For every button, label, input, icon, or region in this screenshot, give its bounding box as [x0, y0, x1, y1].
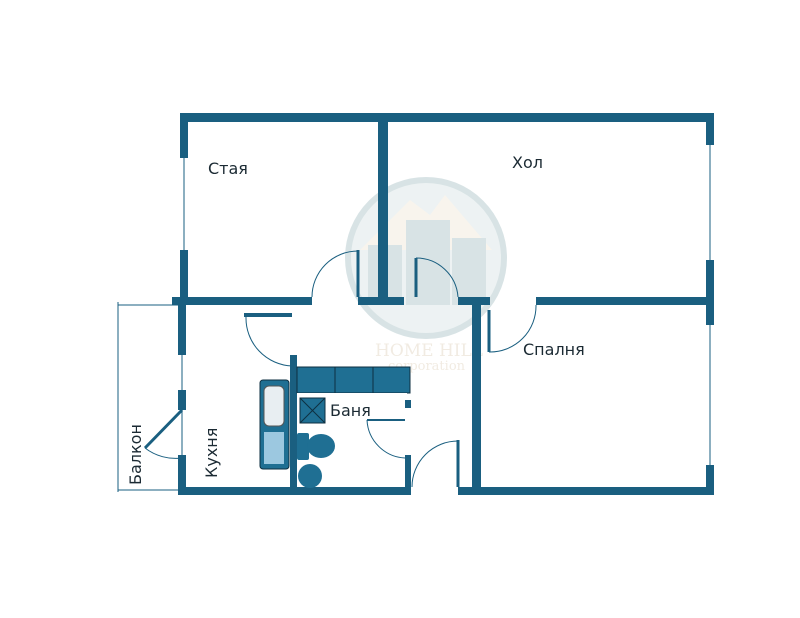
washbasin-icon [298, 464, 322, 488]
room-label-banya: Баня [330, 401, 371, 420]
room-label-spalnya: Спалня [523, 340, 585, 359]
walls [172, 113, 714, 495]
watermark-text: HOME HILL [375, 341, 483, 361]
door-swings [245, 250, 537, 488]
sink-icon [259, 379, 290, 470]
toilet-icon [297, 433, 335, 460]
room-label-hol: Хол [512, 153, 543, 172]
room-label-stay: Стая [208, 159, 248, 178]
room-label-balkon: Балкон [126, 424, 145, 485]
shower-icon [299, 397, 326, 424]
kitchen-counter [296, 366, 411, 400]
windows-and-balcony [117, 145, 711, 492]
room-label-kuhnya: Кухня [202, 428, 221, 478]
